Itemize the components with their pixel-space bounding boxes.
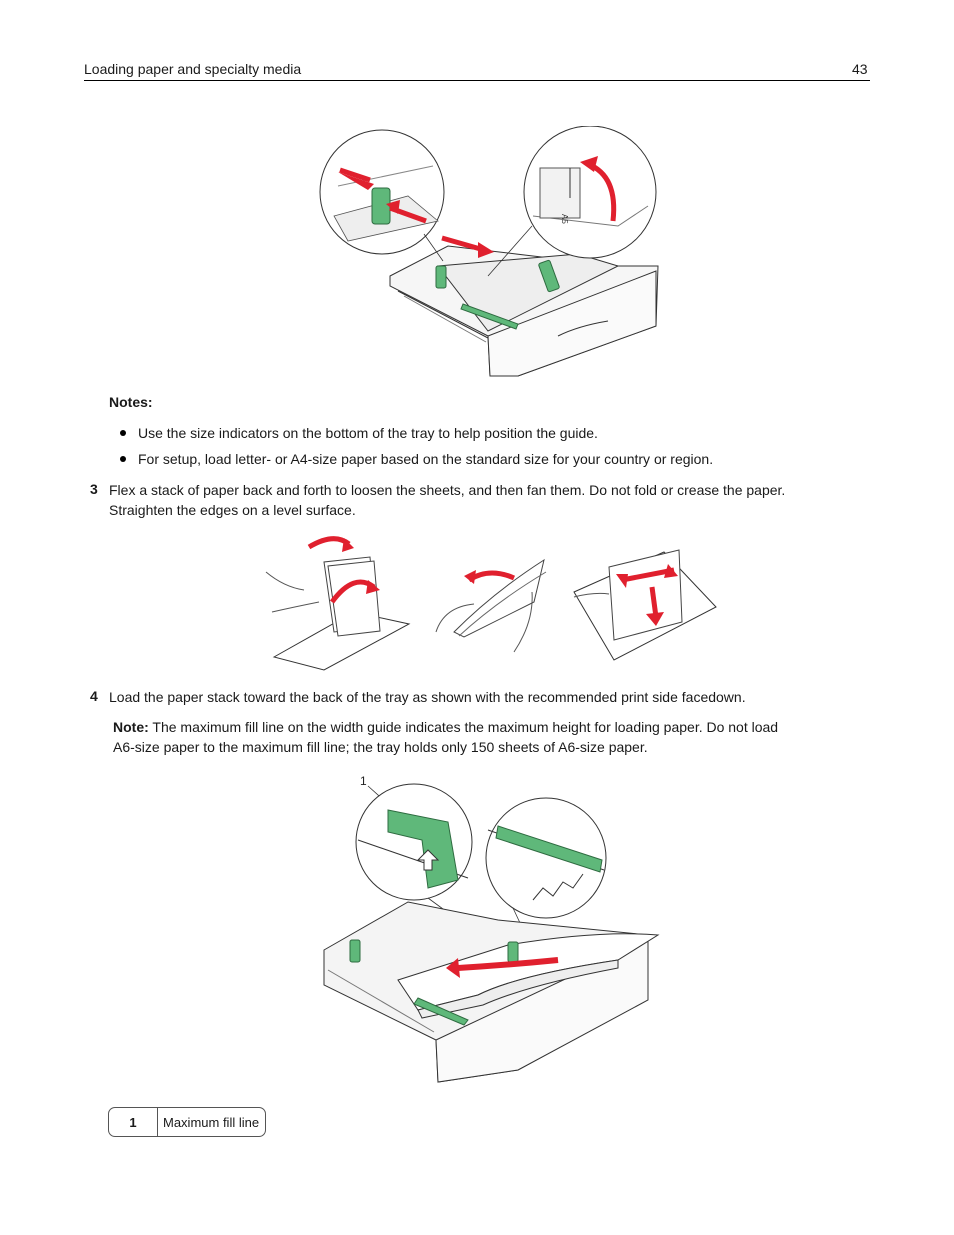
paper-stack bbox=[397, 933, 660, 1019]
note-paragraph: Note: The maximum fill line on the width… bbox=[113, 717, 858, 757]
header-rule bbox=[84, 80, 870, 81]
tray-guide-illustration: A5 bbox=[319, 126, 659, 377]
load-paper-illustration: 1 bbox=[323, 774, 660, 1083]
step-text: Load the paper stack toward the back of … bbox=[109, 687, 746, 707]
step-text: Flex a stack of paper back and forth to … bbox=[109, 480, 785, 520]
step-number: 4 bbox=[90, 688, 98, 704]
straighten-stack-panel bbox=[573, 549, 717, 661]
green-guides bbox=[435, 259, 560, 330]
paper-tray bbox=[389, 245, 659, 377]
running-header-title: Loading paper and specialty media bbox=[84, 61, 302, 77]
note-bullet-text: For setup, load letter- or A4-size paper… bbox=[138, 451, 714, 467]
callout-number: 1 bbox=[109, 1108, 158, 1136]
fan-stack-panel bbox=[435, 558, 547, 653]
note-text: The maximum fill line on the width guide… bbox=[148, 719, 779, 735]
detail-circle-left bbox=[319, 129, 445, 255]
note-bullet-2: For setup, load letter- or A4-size paper… bbox=[120, 451, 713, 467]
callout-legend-table: 1 Maximum fill line bbox=[108, 1107, 267, 1137]
step-line: Flex a stack of paper back and forth to … bbox=[109, 482, 786, 498]
green-guides bbox=[349, 939, 519, 1026]
detail-circle-right: A5 bbox=[523, 126, 657, 259]
note-text: A6-size paper to the maximum fill line; … bbox=[113, 739, 648, 755]
bullet-icon bbox=[120, 456, 126, 463]
size-label-a5: A5 bbox=[560, 214, 569, 224]
page-number: 43 bbox=[852, 61, 868, 77]
note-bullet-text: Use the size indicators on the bottom of… bbox=[138, 425, 598, 441]
step-line: Load the paper stack toward the back of … bbox=[109, 689, 746, 705]
step-number: 3 bbox=[90, 481, 98, 497]
bullet-icon bbox=[120, 430, 126, 437]
flex-fan-paper-illustration bbox=[265, 536, 717, 671]
step-line: Straighten the edges on a level surface. bbox=[109, 502, 356, 518]
notes-label: Notes: bbox=[109, 394, 153, 410]
note-label: Note: bbox=[113, 719, 149, 735]
note-bullet-1: Use the size indicators on the bottom of… bbox=[120, 425, 598, 441]
guide-detail-circle bbox=[485, 797, 607, 919]
max-fill-detail-circle bbox=[355, 783, 473, 901]
callout-description: Maximum fill line bbox=[163, 1114, 260, 1130]
flex-stack-panel bbox=[265, 536, 411, 671]
callout-marker: 1 bbox=[360, 774, 367, 788]
